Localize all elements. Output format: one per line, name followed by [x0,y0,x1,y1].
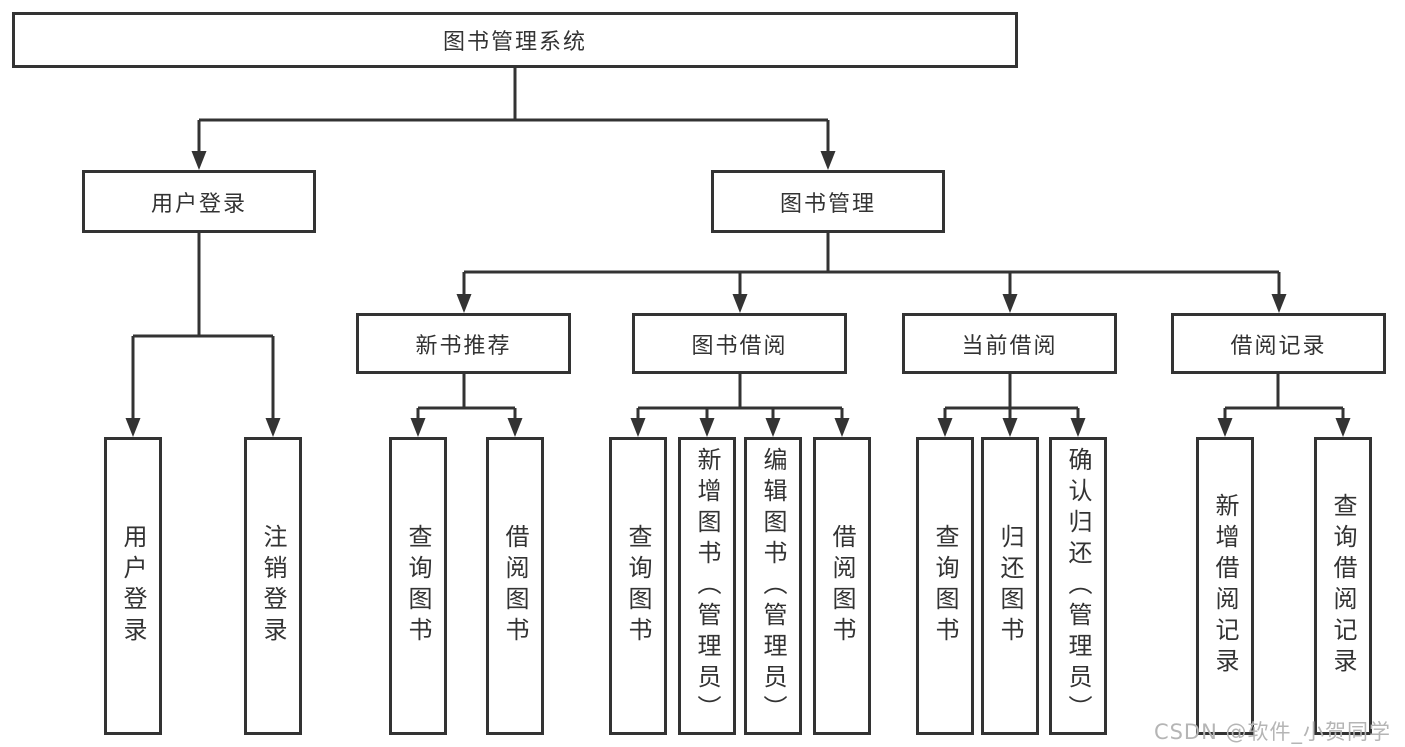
leaf-edit-books-admin-label: 编辑图书（管理员） [759,446,787,726]
leaf-query-books-borrowing: 查询图书 [609,437,667,735]
leaf-add-books-admin-label: 新增图书（管理员） [693,446,721,726]
leaf-borrow-books-borrowing: 借阅图书 [813,437,871,735]
leaf-borrow-books-borrowing-label: 借阅图书 [828,524,856,648]
leaf-add-books-admin: 新增图书（管理员） [678,437,736,735]
node-borrowing-records: 借阅记录 [1171,313,1386,374]
leaf-user-login-label: 用户登录 [119,524,147,648]
watermark: CSDN @软件_小贺同学 [1153,720,1391,744]
leaf-return-books-label: 归还图书 [996,524,1024,648]
leaf-edit-books-admin: 编辑图书（管理员） [744,437,802,735]
leaf-user-login: 用户登录 [104,437,162,735]
leaf-add-borrow-record: 新增借阅记录 [1196,437,1254,735]
leaf-add-borrow-record-label: 新增借阅记录 [1211,493,1239,679]
leaf-query-borrow-record: 查询借阅记录 [1314,437,1372,735]
leaf-query-borrow-record-label: 查询借阅记录 [1329,493,1357,679]
node-current-borrowing: 当前借阅 [902,313,1117,374]
node-user-login: 用户登录 [82,170,316,233]
leaf-confirm-return-admin-label: 确认归还（管理员） [1064,446,1092,726]
node-book-borrowing: 图书借阅 [632,313,847,374]
leaf-query-books-borrowing-label: 查询图书 [624,524,652,648]
leaf-query-books-newbook: 查询图书 [389,437,447,735]
leaf-borrow-books-newbook: 借阅图书 [486,437,544,735]
node-root: 图书管理系统 [12,12,1018,68]
node-book-management: 图书管理 [711,170,945,233]
leaf-query-books-current: 查询图书 [916,437,974,735]
leaf-logout: 注销登录 [244,437,302,735]
leaf-return-books: 归还图书 [981,437,1039,735]
leaf-confirm-return-admin: 确认归还（管理员） [1049,437,1107,735]
leaf-borrow-books-newbook-label: 借阅图书 [501,524,529,648]
leaf-query-books-current-label: 查询图书 [931,524,959,648]
leaf-logout-label: 注销登录 [259,524,287,648]
leaf-query-books-newbook-label: 查询图书 [404,524,432,648]
node-new-book-recommend: 新书推荐 [356,313,571,374]
